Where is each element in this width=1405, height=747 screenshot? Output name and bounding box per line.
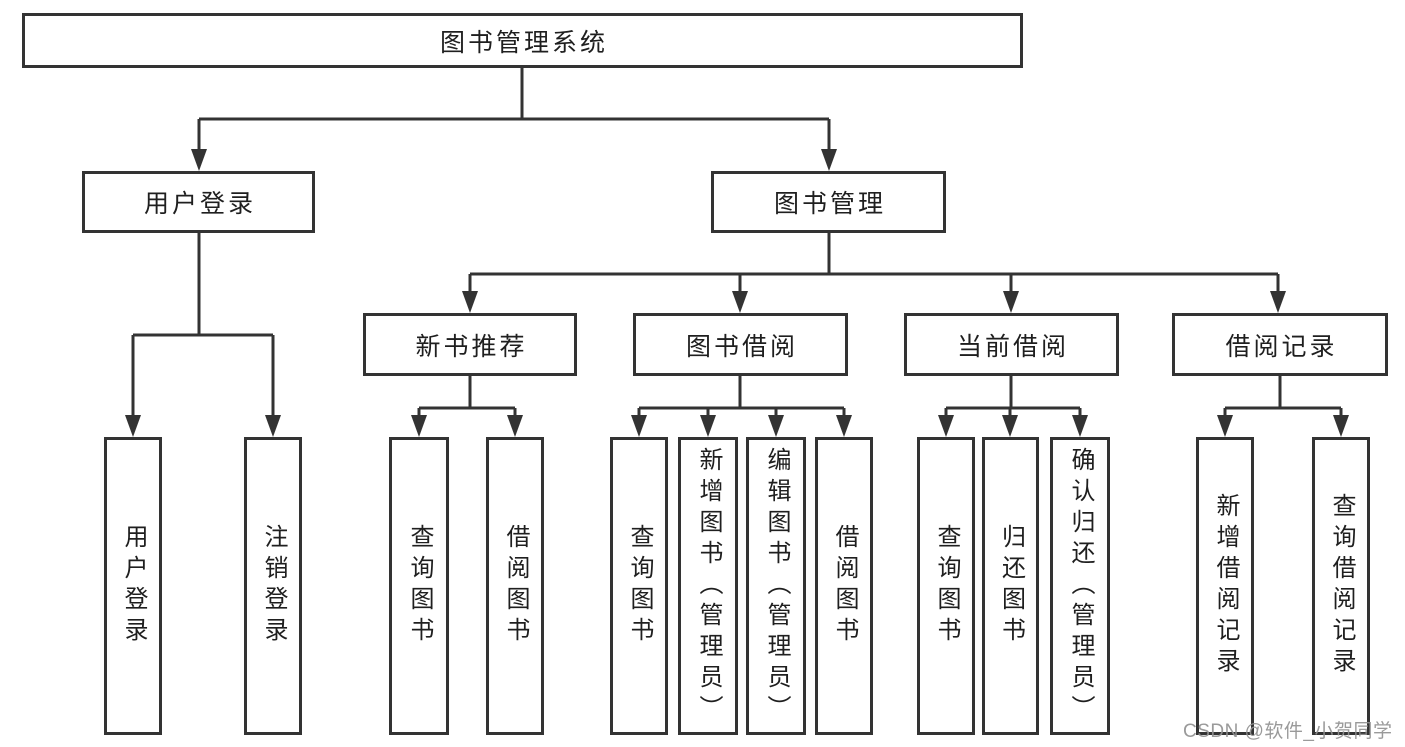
- connector-new-book-children: [411, 376, 523, 437]
- node-library-management-system: 图书管理系统: [22, 13, 1023, 68]
- leaf-confirm-return-admin: 确认归还（管理员）: [1050, 437, 1110, 735]
- connector-book-management-children: [462, 233, 1286, 313]
- connector-root-to-level2: [191, 68, 837, 171]
- leaf-add-borrow-record: 新增借阅记录: [1196, 437, 1254, 735]
- connector-current-borrow-children: [938, 376, 1088, 437]
- node-label: 用户登录: [143, 190, 256, 218]
- leaf-query-borrow-record: 查询借阅记录: [1312, 437, 1370, 735]
- leaf-edit-book-admin: 编辑图书（管理员）: [746, 437, 806, 735]
- node-new-book-recommend: 新书推荐: [363, 313, 577, 376]
- leaf-query-books-recommend: 查询图书: [389, 437, 449, 735]
- node-label: 借阅图书: [502, 524, 529, 648]
- connector-borrow-records-children: [1217, 376, 1349, 437]
- node-label: 当前借阅: [956, 332, 1069, 361]
- node-label: 新书推荐: [415, 332, 528, 361]
- leaf-borrow-books-recommend: 借阅图书: [486, 437, 544, 735]
- node-label: 新增借阅记录: [1212, 493, 1239, 679]
- node-label: 查询图书: [406, 524, 433, 648]
- node-label: 编辑图书（管理员）: [763, 446, 790, 726]
- node-label: 图书管理系统: [439, 28, 608, 57]
- node-label: 用户登录: [120, 524, 147, 648]
- node-label: 图书借阅: [685, 332, 798, 361]
- leaf-query-books-current: 查询图书: [917, 437, 975, 735]
- node-label: 归还图书: [997, 524, 1025, 648]
- connector-user-login-children: [125, 233, 281, 437]
- node-label: 新增图书（管理员）: [695, 446, 722, 726]
- node-label: 借阅图书: [831, 524, 858, 648]
- node-label: 查询图书: [933, 524, 960, 648]
- node-book-management: 图书管理: [711, 171, 946, 233]
- node-book-borrow: 图书借阅: [633, 313, 848, 376]
- leaf-query-books-borrow: 查询图书: [610, 437, 668, 735]
- node-label: 注销登录: [260, 524, 287, 648]
- leaf-add-book-admin: 新增图书（管理员）: [678, 437, 738, 735]
- node-borrow-records: 借阅记录: [1172, 313, 1388, 376]
- node-label: 借阅记录: [1225, 332, 1338, 361]
- leaf-user-login: 用户登录: [104, 437, 162, 735]
- leaf-return-books: 归还图书: [982, 437, 1039, 735]
- node-user-login: 用户登录: [82, 171, 315, 233]
- node-label: 查询借阅记录: [1328, 493, 1355, 679]
- node-label: 确认归还（管理员）: [1067, 446, 1094, 726]
- leaf-borrow-books: 借阅图书: [815, 437, 873, 735]
- leaf-logout: 注销登录: [244, 437, 302, 735]
- watermark-text: CSDN @软件_小贺同学: [1183, 721, 1393, 742]
- node-label: 查询图书: [626, 524, 653, 648]
- node-label: 图书管理: [773, 190, 886, 218]
- node-current-borrow: 当前借阅: [904, 313, 1119, 376]
- connector-book-borrow-children: [631, 376, 852, 437]
